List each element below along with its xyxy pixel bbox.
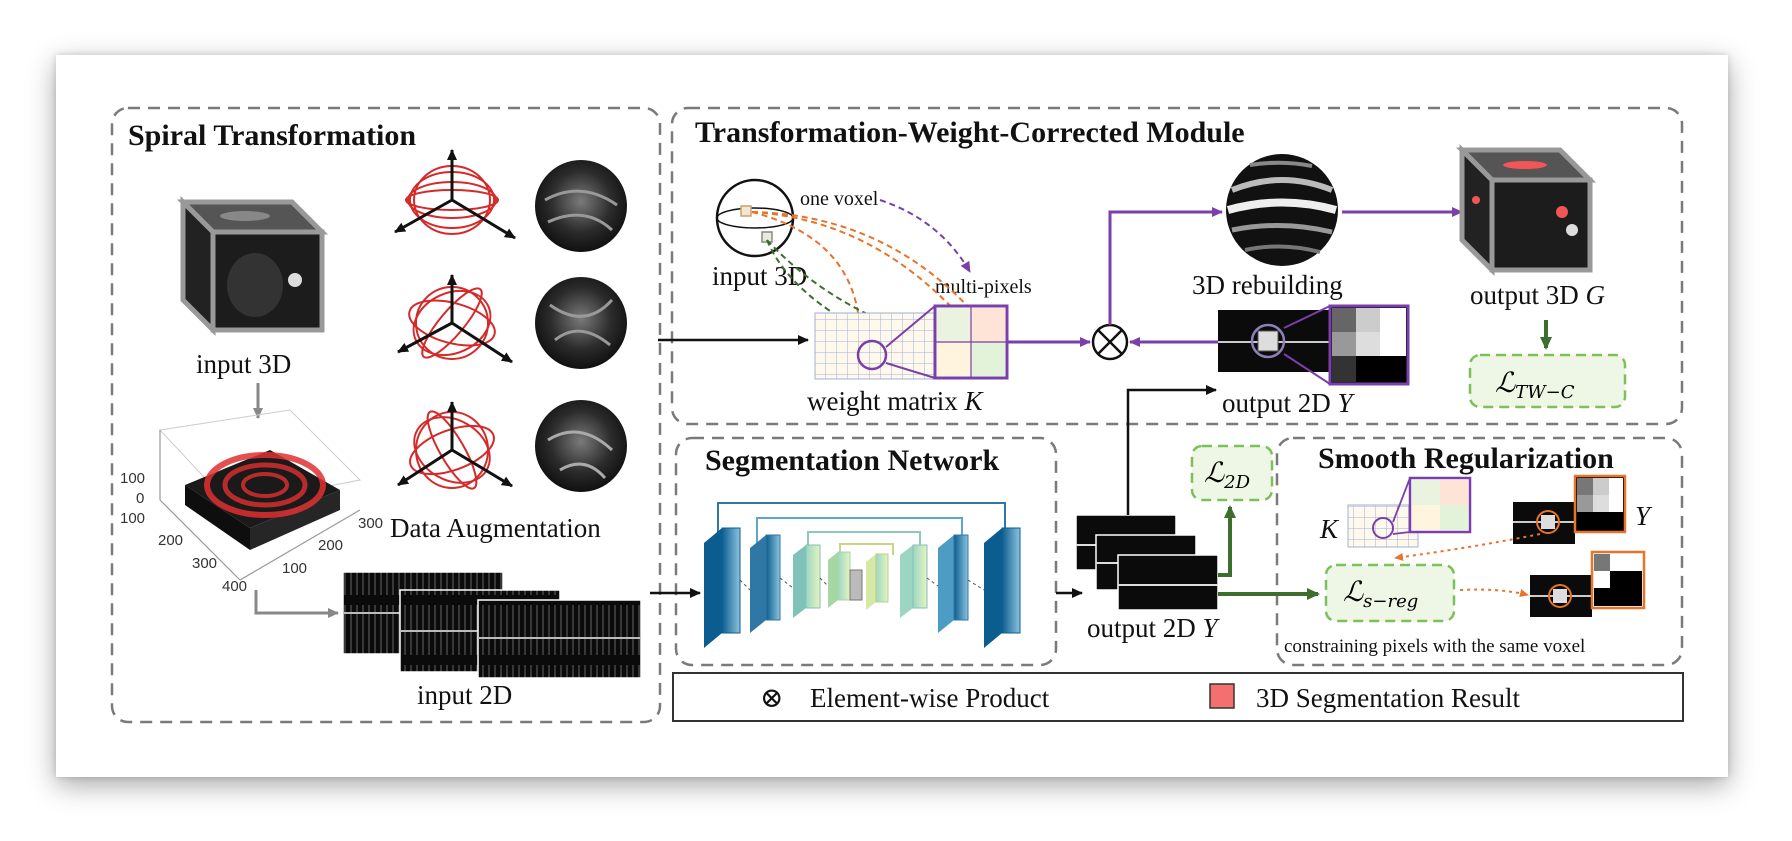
legend-seg-swatch bbox=[1209, 683, 1235, 709]
input-2d-stack bbox=[342, 571, 642, 679]
twc-input-3d-label: input 3D bbox=[712, 261, 807, 291]
augmented-sphere-3 bbox=[535, 400, 627, 492]
smooth-title: Smooth Regularization bbox=[1318, 442, 1614, 475]
output-2d-label: output 2D Y bbox=[1222, 388, 1356, 418]
spiral-transformation-panel bbox=[110, 106, 662, 724]
spiral-coil-3 bbox=[397, 401, 513, 490]
unet-architecture bbox=[704, 502, 1021, 648]
orange-dotted-arrow-2 bbox=[1459, 588, 1529, 597]
output-2d-zoom bbox=[1328, 304, 1410, 386]
tick-y-200: 200 bbox=[318, 537, 343, 554]
orange-dashed-arrow-1 bbox=[751, 211, 973, 331]
weight-matrix-label: weight matrix K bbox=[807, 386, 984, 416]
tick-z-100: 100 bbox=[120, 470, 145, 487]
orange-dotted-arrow-1 bbox=[1394, 533, 1541, 561]
smooth-caption: constraining pixels with the same voxel bbox=[1284, 636, 1585, 657]
output-3d-label: output 3D G bbox=[1470, 280, 1605, 310]
legend-box bbox=[672, 672, 1684, 722]
rebuilt-sphere bbox=[1226, 154, 1338, 266]
spiral-coil-2 bbox=[397, 274, 513, 364]
arrow-to-2d-loss bbox=[1218, 505, 1236, 577]
spiral-title: Spiral Transformation bbox=[128, 119, 416, 152]
input-3d-label: input 3D bbox=[196, 349, 291, 379]
tick-z-100b: 100 bbox=[120, 510, 145, 527]
purple-dashed-arrow bbox=[879, 199, 971, 273]
spiral-coil-1 bbox=[394, 149, 516, 240]
multi-pixels-label: multi-pixels bbox=[935, 276, 1032, 298]
output-3d-cube bbox=[1455, 143, 1597, 277]
sreg-loss-label: ℒs−reg bbox=[1343, 575, 1418, 612]
output-2d-strip bbox=[1218, 305, 1331, 385]
legend-product-label: Element-wise Product bbox=[810, 683, 1050, 713]
smooth-k-label: K bbox=[1319, 514, 1340, 544]
input-3d-cube bbox=[176, 195, 329, 337]
tick-x-300: 300 bbox=[192, 555, 217, 572]
twc-loss-label: ℒTW−C bbox=[1495, 366, 1575, 403]
smooth-y-strip-top bbox=[1513, 474, 1627, 544]
2d-loss-box bbox=[1190, 444, 1274, 502]
legend-product-symbol: ⊗ bbox=[760, 683, 783, 714]
twc-module-panel bbox=[670, 106, 1684, 426]
smooth-regularization-panel bbox=[1275, 436, 1684, 667]
smooth-y-strip-bottom bbox=[1530, 550, 1646, 617]
seg-output-label: output 2D Y bbox=[1087, 613, 1221, 643]
legend-seg-label: 3D Segmentation Result bbox=[1256, 683, 1520, 713]
arrow-seg-to-twc bbox=[1126, 385, 1217, 515]
weight-matrix-zoom bbox=[933, 304, 1009, 380]
twc-loss-box bbox=[1468, 353, 1627, 409]
smooth-y-label: Y bbox=[1635, 501, 1653, 531]
sreg-loss-box bbox=[1324, 563, 1456, 623]
one-voxel-label: one voxel bbox=[800, 188, 879, 210]
twc-title: Transformation-Weight-Corrected Module bbox=[695, 116, 1245, 149]
segmentation-network-panel bbox=[674, 436, 1058, 667]
arrow-to-input-2d bbox=[254, 590, 339, 618]
tick-y-100: 100 bbox=[282, 560, 307, 577]
weight-matrix-grid bbox=[814, 305, 936, 380]
tick-z-0: 0 bbox=[136, 490, 144, 507]
augmented-sphere-2 bbox=[535, 277, 627, 369]
augmented-sphere-1 bbox=[535, 160, 627, 252]
segmentation-title: Segmentation Network bbox=[705, 444, 999, 477]
input-2d-label: input 2D bbox=[417, 680, 512, 710]
orange-dashed-arrow-3 bbox=[751, 211, 864, 339]
smooth-weight-zoom bbox=[1408, 476, 1472, 534]
element-wise-product-node bbox=[1091, 323, 1129, 361]
2d-loss-label: ℒ2D bbox=[1204, 456, 1251, 493]
tick-x-200: 200 bbox=[158, 532, 183, 549]
tick-x-400: 400 bbox=[222, 578, 247, 595]
rebuild-label: 3D rebuilding bbox=[1192, 270, 1343, 300]
spiral-3d-plot bbox=[158, 409, 362, 581]
tick-y-300: 300 bbox=[358, 515, 383, 532]
voxel-sphere bbox=[715, 178, 795, 258]
arrow-product-to-rebuild bbox=[1108, 207, 1223, 325]
figure-card bbox=[56, 55, 1728, 777]
smooth-weight-grid bbox=[1347, 477, 1419, 548]
seg-output-stack bbox=[1075, 514, 1219, 611]
data-augmentation-label: Data Augmentation bbox=[390, 513, 601, 543]
